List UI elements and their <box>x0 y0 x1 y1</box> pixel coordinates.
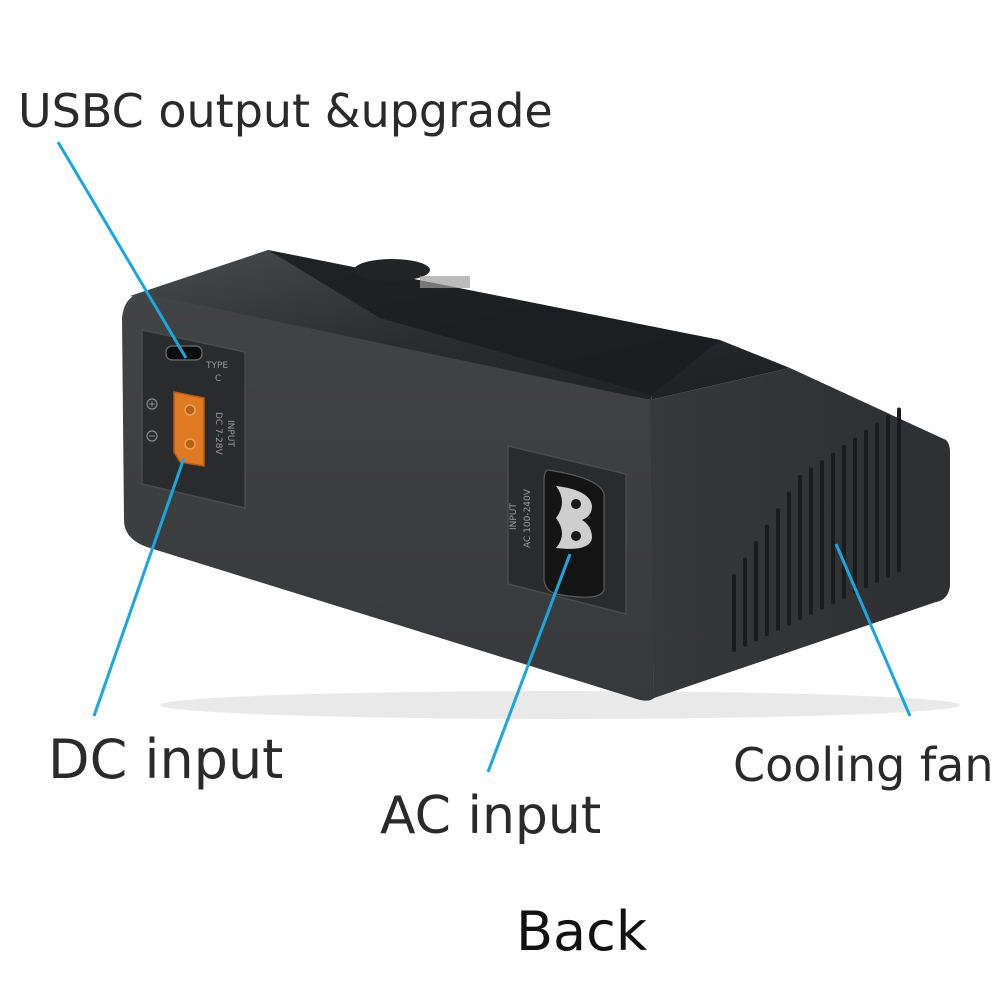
cooling-fan-callout-label: Cooling fan <box>733 738 994 792</box>
ac-pin-2 <box>571 531 581 541</box>
cooling-vent-grille <box>732 407 901 652</box>
ac-pin-1 <box>571 499 581 509</box>
vent-slot <box>798 475 802 621</box>
leader-line-dc <box>92 457 186 717</box>
vent-slot <box>787 491 791 626</box>
leader-line-ac <box>486 553 572 773</box>
device-back-face <box>122 293 654 701</box>
vent-slot <box>897 407 901 573</box>
xt60-pin-plus <box>184 404 196 416</box>
vent-slot <box>875 422 879 584</box>
vent-slot <box>732 574 736 652</box>
leader-line-fan <box>834 543 912 717</box>
vent-slot <box>886 415 890 578</box>
vent-slot <box>864 430 868 589</box>
dc-input-label-1: INPUT <box>225 420 235 447</box>
leader-line-usbc <box>56 141 188 359</box>
vent-slot <box>831 452 835 605</box>
caption-back: Back <box>516 900 648 963</box>
dc-input-label-2: DC 7-28V <box>213 412 223 456</box>
knob-grip <box>420 276 470 288</box>
vent-slot <box>754 541 758 642</box>
minus-icon <box>146 430 158 442</box>
type-c-label-2: C <box>215 374 221 384</box>
xt60-connector-icon <box>173 391 205 467</box>
vent-slot <box>743 557 747 647</box>
dc-input-callout-label: DC input <box>48 728 284 791</box>
ac-input-label-2: AC 100-240V <box>523 488 533 548</box>
floor-shadow <box>160 691 960 719</box>
vent-slot <box>842 445 846 599</box>
plus-icon <box>146 398 158 410</box>
vent-slot <box>776 508 780 631</box>
xt60-pin-minus <box>184 438 196 450</box>
knob <box>354 259 430 281</box>
vent-slot <box>809 467 813 615</box>
device-screen-bezel <box>268 250 720 395</box>
vent-slot <box>820 460 824 610</box>
usbc-callout-label: USBC output &upgrade <box>18 84 553 138</box>
ac-input-callout-label: AC input <box>380 786 602 846</box>
leader-lines <box>56 141 912 773</box>
ac-input-label-1: INPUT <box>509 503 519 530</box>
type-c-label-1: TYPE <box>205 361 228 371</box>
vent-slot <box>765 524 769 637</box>
vent-slot <box>853 437 857 594</box>
iec-socket-inner <box>556 486 592 549</box>
